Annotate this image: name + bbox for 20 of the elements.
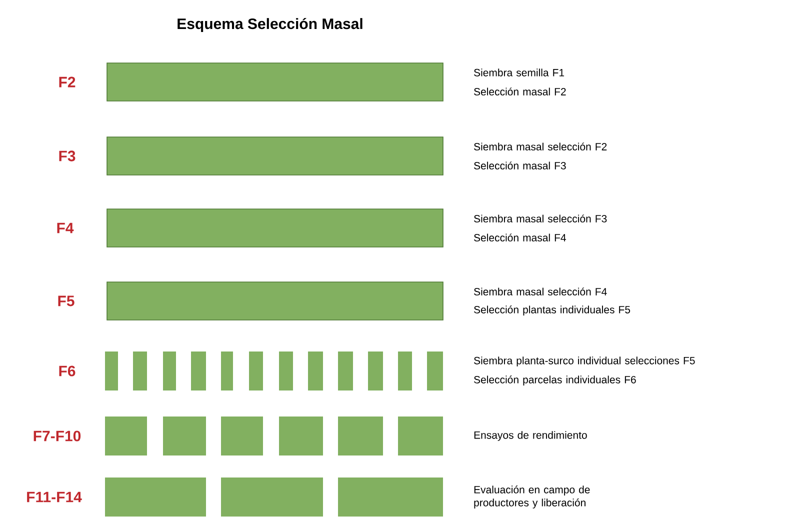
generation-label: F7-F10	[34, 430, 81, 442]
generation-label: F3	[59, 150, 76, 162]
description-text: Siembra masal selección F2	[474, 142, 607, 150]
generation-label: F6	[59, 366, 76, 376]
generation-label: F2	[59, 76, 76, 88]
description-text: Siembra planta-surco individual selecciones F5	[474, 356, 695, 366]
generation-label: F4	[57, 222, 74, 234]
description-text: Selección parcelas individuales F6	[474, 376, 636, 386]
description-text: Selección masal F2	[474, 88, 566, 96]
description-text: Selección plantas individuales F5	[474, 306, 630, 316]
generation-label: F11-F14	[27, 492, 82, 502]
title: Esquema Selección Masal	[178, 18, 362, 32]
description-text: Siembra masal selección F4	[474, 288, 607, 296]
description-text: Selección masal F3	[474, 162, 566, 170]
description-text: Evaluación en campo de productores y liberación	[474, 486, 590, 508]
description-text: Ensayos de rendimiento	[474, 431, 587, 441]
description-text: Siembra masal selección F3	[474, 214, 607, 222]
generation-label: F5	[58, 296, 74, 306]
description-text: Siembra semilla F1	[474, 68, 564, 76]
description-text: Selección masal F4	[474, 234, 566, 242]
